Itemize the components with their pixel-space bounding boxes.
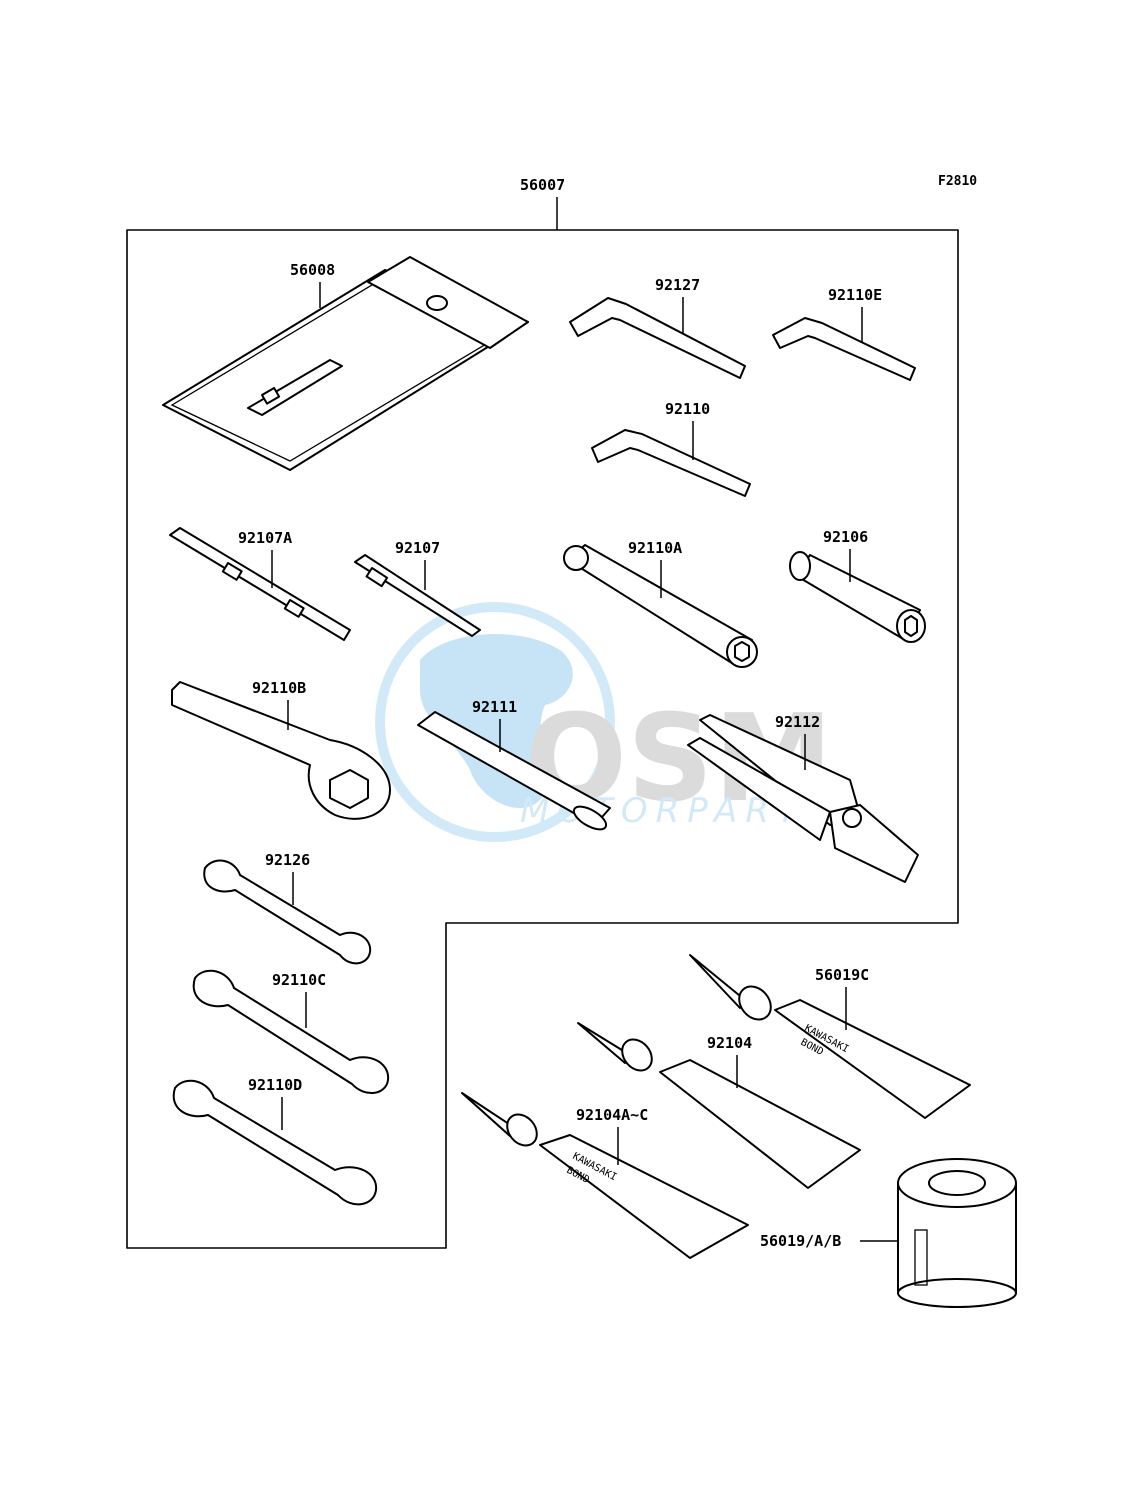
spanner-92110C: [192, 969, 390, 1094]
screwdriver-92107: [354, 554, 481, 637]
label-92110C: 92110C: [272, 971, 326, 989]
label-92112: 92112: [775, 713, 820, 731]
label-92107: 92107: [395, 539, 440, 557]
socket-92110A: [563, 544, 758, 668]
label-92106: 92106: [823, 528, 868, 546]
spanner-92110D: [172, 1079, 378, 1206]
hex-key-92127: [569, 297, 746, 379]
bond-tube-92104AC: KAWASAKI BOND: [461, 1092, 749, 1259]
label-92111: 92111: [472, 698, 517, 716]
label-92110D: 92110D: [248, 1076, 302, 1094]
label-92110: 92110: [665, 400, 710, 418]
bond-tube-92104: [577, 1022, 861, 1189]
tool-pouch: [162, 256, 529, 471]
diagram-code: F2810: [938, 174, 977, 189]
kit-outline: [126, 229, 959, 1249]
label-92126: 92126: [265, 851, 310, 869]
label-92127: 92127: [655, 276, 700, 294]
label-92107A: 92107A: [238, 529, 292, 547]
label-92104: 92104: [707, 1034, 752, 1052]
bit-92106: [789, 551, 926, 643]
label-56007: 56007: [520, 176, 565, 194]
hex-key-92110: [591, 429, 751, 497]
label-56019AB: 56019/A/B: [760, 1232, 841, 1250]
label-92110E: 92110E: [828, 286, 882, 304]
label-92104AC: 92104A~C: [576, 1106, 648, 1124]
label-92110A: 92110A: [628, 539, 682, 557]
spanner-92126: [203, 859, 372, 965]
oil-filter: [897, 1158, 1017, 1308]
hex-key-92110E: [772, 317, 916, 381]
label-56008: 56008: [290, 261, 335, 279]
label-92110B: 92110B: [252, 679, 306, 697]
label-56019C: 56019C: [815, 966, 869, 984]
pliers-92112: [687, 714, 919, 883]
bar-92111: [417, 711, 611, 831]
screwdriver-92107A: [169, 527, 351, 641]
ring-spanner-92110B: [171, 681, 391, 820]
